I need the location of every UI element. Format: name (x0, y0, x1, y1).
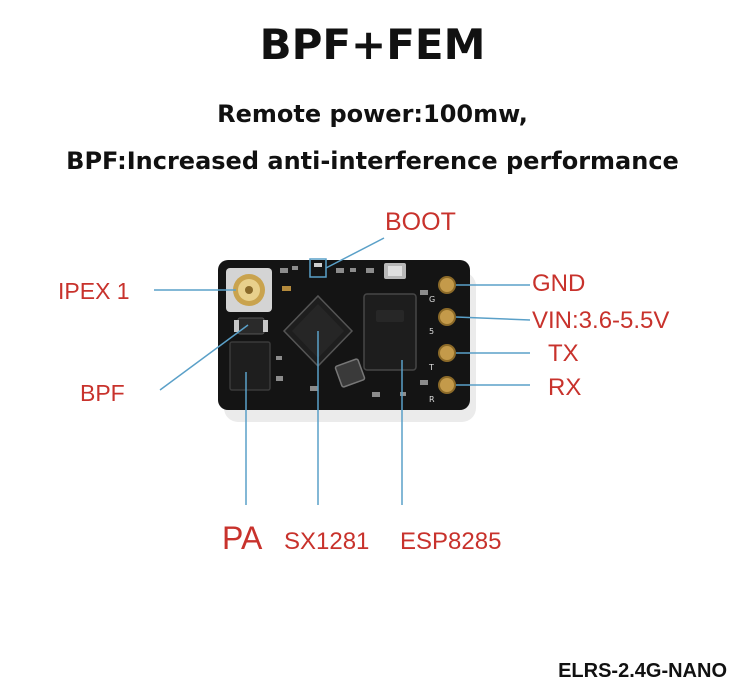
leader-lines (154, 237, 531, 505)
esp8285-chip (363, 293, 417, 371)
pad-mark: G (429, 295, 435, 304)
pad-mark: 5 (429, 327, 434, 336)
leader-bpf (159, 324, 249, 391)
passive-components (276, 266, 428, 397)
boot-pad (314, 263, 322, 267)
label-gnd: GND (532, 270, 586, 297)
crystal-oscillator (384, 263, 406, 279)
label-ipex: IPEX 1 (58, 278, 130, 304)
bpf-filter-chip (234, 317, 268, 335)
page-title: BPF+FEM (259, 20, 486, 69)
label-vin: VIN:3.6-5.5V (532, 307, 670, 334)
pad-mark: R (429, 395, 435, 404)
label-pa: PA (222, 520, 263, 556)
leader-boot (325, 237, 385, 269)
label-sx1281: SX1281 (284, 528, 370, 555)
gold-pads (438, 276, 456, 394)
ipex-connector (226, 268, 272, 312)
subtitle-power: Remote power:100mw, (217, 100, 528, 128)
label-boot: BOOT (385, 208, 456, 236)
label-esp8285: ESP8285 (400, 528, 502, 555)
pad-marks: G 5 T R (428, 295, 435, 404)
inductor (334, 358, 366, 388)
label-bpf: BPF (80, 380, 125, 406)
pad-mark: T (428, 363, 434, 372)
leader-vin (455, 316, 531, 321)
footer-model: ELRS-2.4G-NANO (558, 660, 727, 682)
label-tx: TX (548, 340, 579, 367)
subtitle-bpf: BPF:Increased anti-interference performa… (66, 147, 679, 175)
pa-chip (229, 341, 271, 391)
label-rx: RX (548, 374, 582, 401)
